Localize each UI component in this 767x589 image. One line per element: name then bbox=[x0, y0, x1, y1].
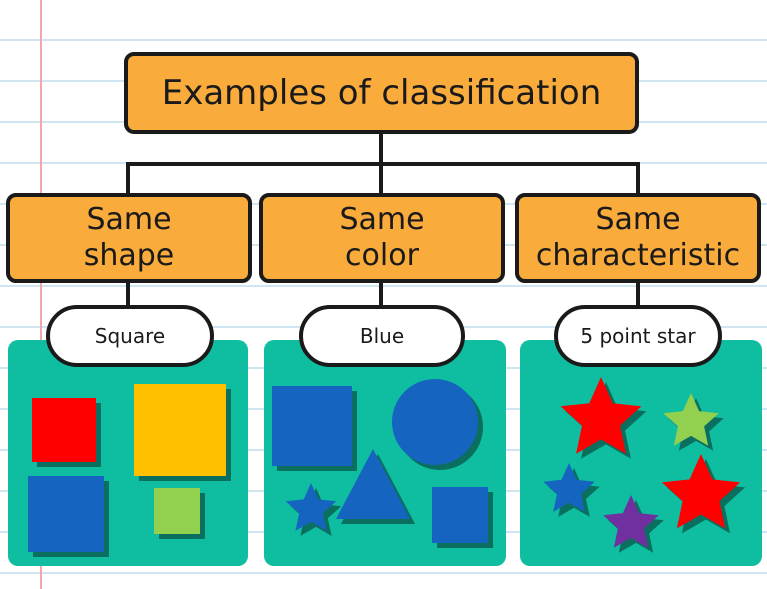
category-label-line1: Same bbox=[595, 202, 681, 237]
blue-circle bbox=[392, 379, 478, 465]
blue-triangle bbox=[336, 449, 410, 519]
category-label-line1: Same bbox=[339, 202, 425, 237]
notebook-margin-line bbox=[40, 0, 42, 589]
panel-same-shape bbox=[8, 340, 248, 566]
panel-same-color bbox=[264, 340, 506, 566]
category-label-line2: characteristic bbox=[535, 238, 741, 273]
blue-square bbox=[28, 476, 104, 552]
blue-star bbox=[543, 463, 595, 512]
red-star bbox=[560, 377, 642, 454]
example-pill-square: Square bbox=[46, 305, 214, 367]
blue-square bbox=[272, 386, 352, 466]
same-shape-illustration bbox=[28, 384, 231, 557]
example-pill-blue: Blue bbox=[299, 305, 465, 367]
category-label-line2: shape bbox=[83, 238, 175, 273]
diagram-title: Examples of classification bbox=[124, 52, 639, 134]
category-label-line2: color bbox=[345, 238, 419, 273]
panel-same-characteristic bbox=[520, 340, 762, 566]
green-square bbox=[154, 488, 200, 534]
red-star bbox=[661, 454, 741, 529]
example-pill-star: 5 point star bbox=[554, 305, 722, 367]
same-characteristic-illustration bbox=[543, 377, 746, 553]
yellow-square bbox=[134, 384, 226, 476]
green-star bbox=[663, 393, 719, 446]
category-label-line1: Same bbox=[86, 202, 172, 237]
blue-star bbox=[285, 483, 337, 531]
blue-small-square bbox=[432, 487, 488, 543]
purple-star bbox=[603, 495, 659, 548]
red-square bbox=[32, 398, 96, 462]
same-color-illustration bbox=[272, 379, 493, 548]
